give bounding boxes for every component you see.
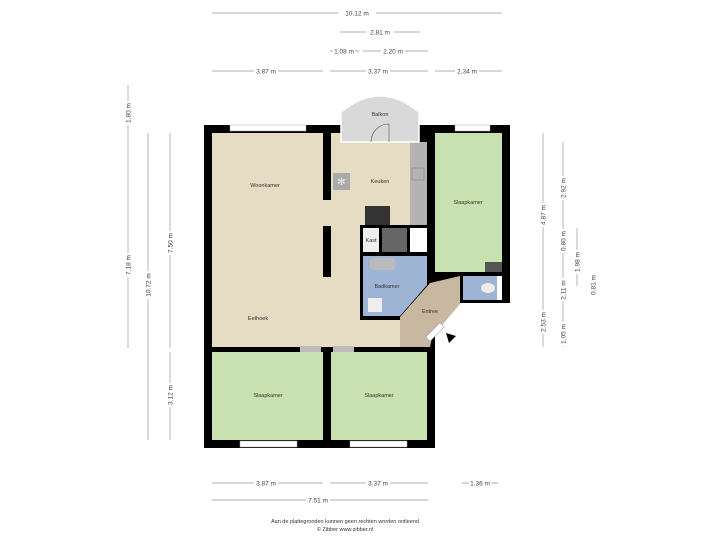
- dim-top: 2.20 m: [383, 49, 403, 56]
- dim-right: 4.87 m: [541, 205, 548, 225]
- dim-top: 2.34 m: [457, 69, 477, 76]
- dim-top: 3.87 m: [256, 69, 276, 76]
- footer-disclaimer: Aan de plattegronden kunnen geen rechten…: [271, 519, 419, 525]
- partition-wall-lower: [323, 226, 331, 277]
- kitchen-counter: [410, 142, 427, 226]
- entrance-door: [425, 322, 445, 342]
- storage-white: [410, 228, 427, 252]
- closet-small: [485, 262, 502, 272]
- label-entree: Entree: [422, 309, 438, 315]
- dim-bottom: 3.87 m: [256, 481, 276, 488]
- lamp-glyph: ✻: [337, 177, 345, 188]
- storage-dark: [382, 228, 407, 252]
- room-kast: [363, 228, 379, 252]
- dim-bottom: 3.37 m: [368, 481, 388, 488]
- room-slaapkamer-bottom-right: [331, 352, 427, 440]
- door-bedroom-left: [300, 346, 321, 352]
- window: [239, 440, 298, 448]
- dim-right: 2.92 m: [561, 178, 568, 198]
- dim-left: 7.50 m: [168, 233, 175, 253]
- dim-top: 1.08 m: [334, 49, 354, 56]
- dim-right: 0.80 m: [561, 231, 568, 251]
- dimensions-right: 4.87 m 2.53 m 2.92 m 0.80 m 2.11 m 1.05 …: [539, 133, 598, 347]
- room-slaapkamer-bottom-left: [212, 352, 323, 440]
- window: [454, 124, 491, 132]
- door-bedroom-right: [333, 346, 354, 352]
- label-slaapkamer-bottom-right: Slaapkamer: [364, 393, 394, 399]
- dim-left: 7.18 m: [126, 255, 133, 275]
- dim-right: 1.05 m: [561, 324, 568, 344]
- sink-icon: [411, 167, 425, 181]
- label-kast: Kast: [365, 238, 376, 244]
- dim-top: 3.37 m: [368, 69, 388, 76]
- partition-wall-upper: [323, 133, 331, 200]
- dim-left: 1.80 m: [126, 103, 133, 123]
- label-slaapkamer-bottom-left: Slaapkamer: [253, 393, 283, 399]
- window: [229, 124, 307, 132]
- dimensions-bottom: 3.87 m 3.37 m 1.36 m 7.51 m: [212, 479, 498, 505]
- dim-bottom-total: 7.51 m: [308, 498, 328, 505]
- bathtub-icon: [370, 258, 395, 270]
- cooktop-icon: [365, 206, 390, 226]
- dim-left-total: 10.72 m: [146, 273, 153, 297]
- dimensions-top: 10.12 m 2.81 m 1.08 m 2.20 m 3.87 m 3.37…: [212, 9, 502, 76]
- label-keuken: Keuken: [371, 179, 390, 185]
- window: [349, 440, 408, 448]
- label-woonkamer: Woonkamer: [250, 183, 280, 189]
- balkon-door-swing: [370, 123, 390, 143]
- dim-right: 0.81 m: [591, 275, 598, 295]
- room-slaapkamer-right: [435, 133, 502, 272]
- label-badkamer: Badkamer: [374, 284, 399, 290]
- dim-top-total: 10.12 m: [345, 11, 369, 18]
- label-balkon: Balkon: [372, 112, 389, 118]
- label-eethoek: Eethoek: [248, 316, 268, 322]
- entrance-arrow-icon: [446, 333, 456, 343]
- dimensions-left: 1.80 m 7.18 m 10.72 m 7.50 m 3.12 m: [124, 85, 175, 440]
- dim-right: 2.53 m: [541, 312, 548, 332]
- label-slaapkamer-right: Slaapkamer: [453, 200, 483, 206]
- lamp-icon: [333, 173, 350, 190]
- room-entree: [400, 276, 460, 347]
- toilet-wall-white: [497, 276, 502, 300]
- dim-bottom: 1.36 m: [470, 481, 490, 488]
- dim-left: 3.12 m: [168, 385, 175, 405]
- toilet-icon: [481, 283, 495, 293]
- footer-copyright: © Zibber www.zibber.nl: [317, 526, 373, 533]
- dim-right: 2.11 m: [561, 280, 568, 299]
- dim-right: 1.98 m: [575, 252, 582, 272]
- washbasin-icon: [368, 298, 382, 312]
- room-balkon: [340, 95, 420, 143]
- dim-top: 2.81 m: [370, 30, 390, 37]
